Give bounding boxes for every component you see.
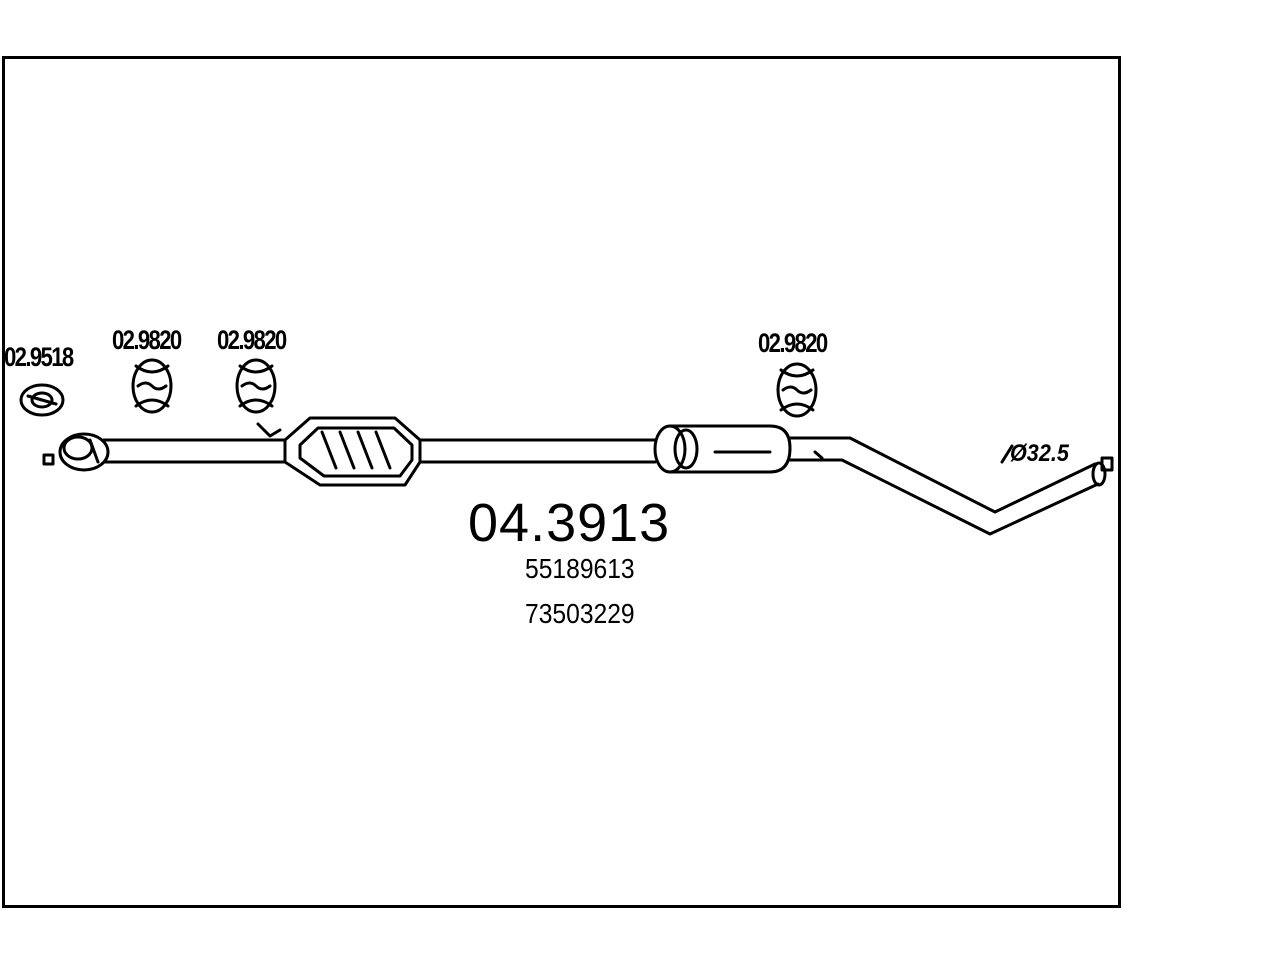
rubber-hanger-icon [131,358,173,414]
reference-number-1: 55189613 [525,553,635,584]
rubber-hanger-icon [776,362,818,418]
gasket-part-code: 02.9518 [4,342,74,372]
front-pipe [102,438,287,464]
reference-number-2: 73503229 [525,598,635,629]
middle-pipe [418,438,657,464]
gasket-ring-icon [19,383,65,417]
catalytic-converter-icon [283,416,422,487]
front-flange-icon [42,432,110,472]
tail-pipe-end-icon [1091,456,1114,487]
diameter-marker [1000,444,1014,464]
middle-silencer-icon [653,424,792,474]
hanger-part-code-1: 02.9820 [112,325,182,355]
main-part-number: 04.3913 [468,493,671,553]
hanger-part-code-2: 02.9820 [217,325,287,355]
catalyst-bracket [256,422,282,438]
rubber-hanger-icon [235,358,277,414]
rear-pipe [788,436,1097,514]
pipe-diameter-label: Ø32.5 [1010,440,1069,467]
hanger-part-code-3: 02.9820 [758,328,828,358]
